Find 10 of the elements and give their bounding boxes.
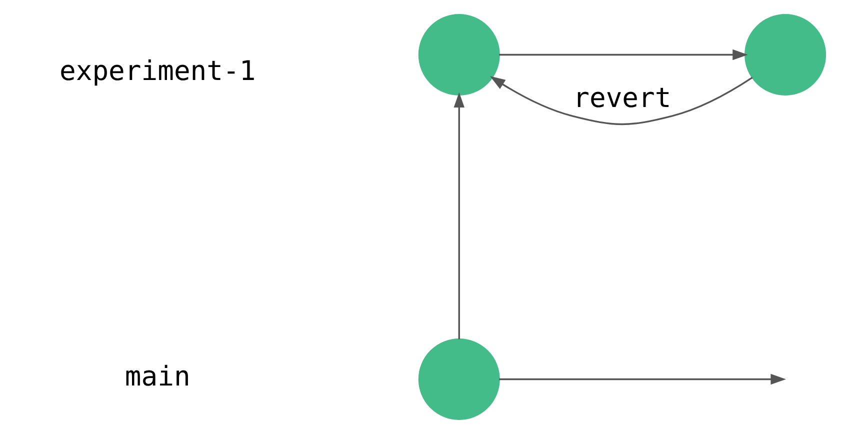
node-circle [418, 338, 500, 420]
arrow [498, 49, 748, 60]
label: experiment-1 [59, 56, 256, 87]
node-circle [744, 14, 826, 96]
arrow [489, 76, 752, 126]
label: main [124, 362, 190, 393]
arrow [498, 374, 786, 385]
edge-label: revert [572, 83, 671, 114]
arrow [453, 92, 464, 340]
node-circle [418, 14, 500, 96]
